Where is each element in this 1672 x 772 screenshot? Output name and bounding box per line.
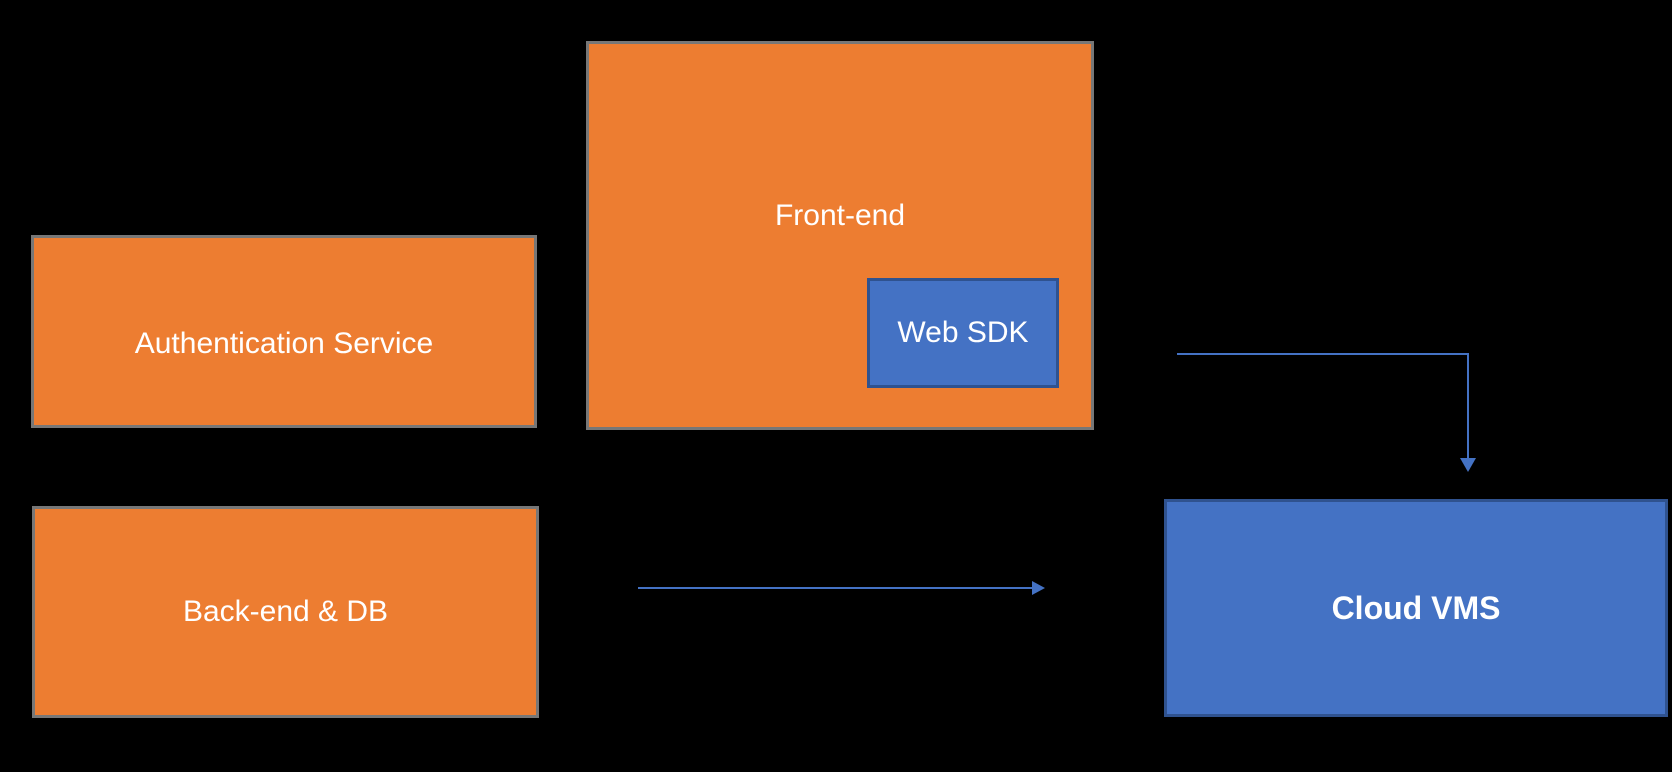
node-web-sdk: Web SDK — [867, 278, 1059, 388]
node-frontend: Front-end Web SDK — [586, 41, 1094, 430]
frontend-label: Front-end — [774, 199, 906, 232]
web-sdk-label: Web SDK — [897, 316, 1029, 349]
arrow-down-head-icon — [1460, 458, 1476, 472]
node-authentication-service: Authentication Service — [31, 235, 537, 428]
arrow-frontend-to-cloudvms — [1177, 353, 1476, 472]
arrow-right-head-icon — [1032, 581, 1045, 595]
authentication-service-label: Authentication Service — [134, 326, 434, 360]
backend-db-label: Back-end & DB — [182, 595, 389, 628]
arrow-elbow-line — [1177, 353, 1469, 459]
cloud-vms-label: Cloud VMS — [1331, 590, 1501, 626]
node-cloud-vms: Cloud VMS — [1164, 499, 1668, 717]
arrow-backend-to-cloudvms — [638, 581, 1045, 595]
node-backend-db: Back-end & DB — [32, 506, 539, 718]
